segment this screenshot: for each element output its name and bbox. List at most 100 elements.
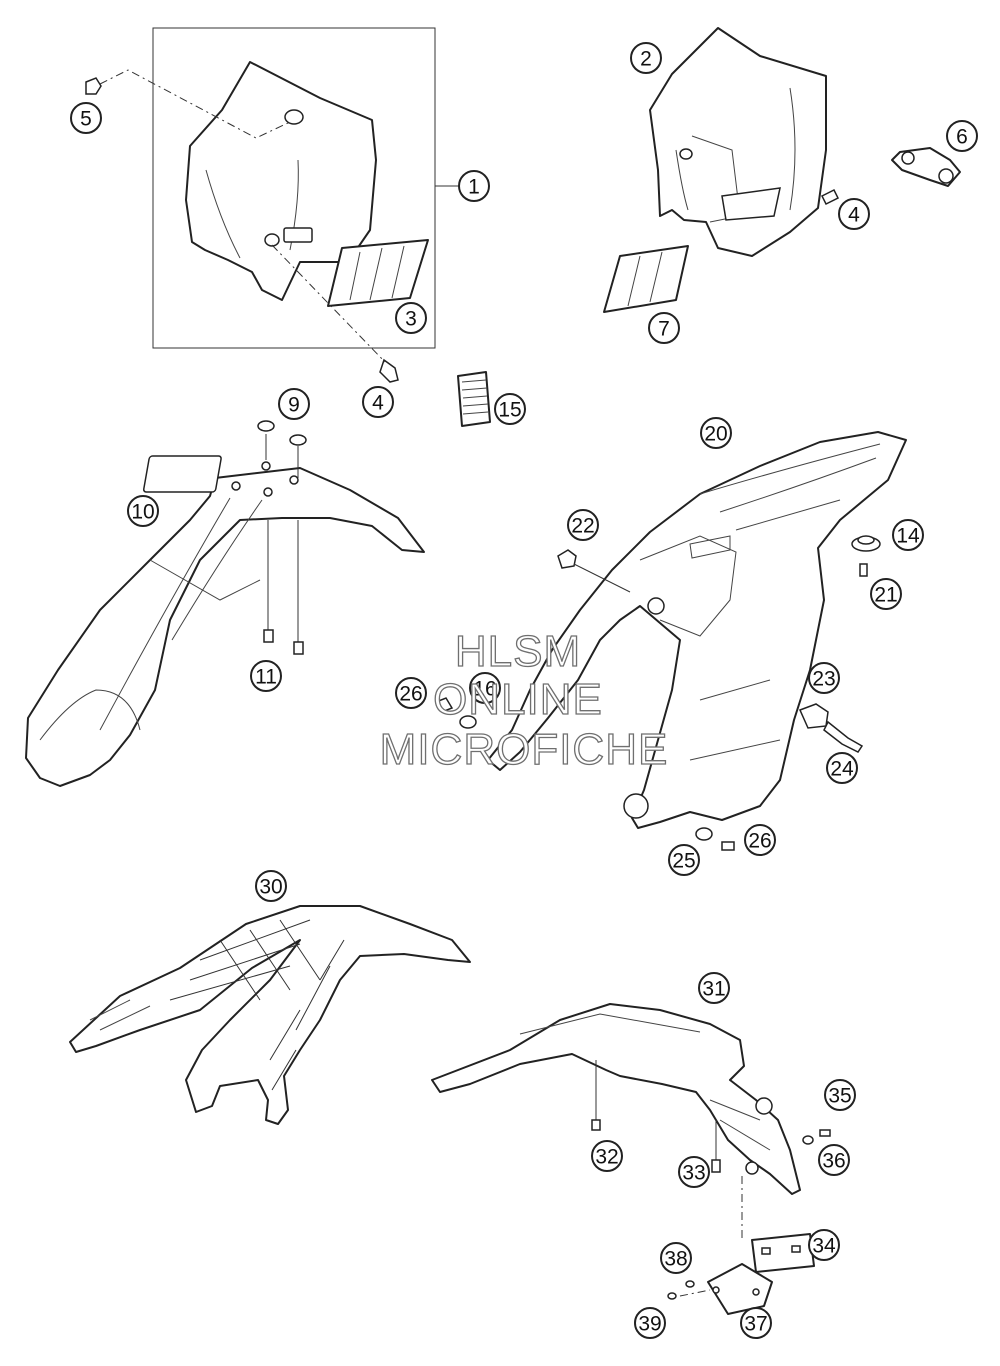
washer-38 [685, 1280, 695, 1288]
svg-text:33: 33 [682, 1162, 705, 1185]
callout-2: 2 [630, 42, 662, 74]
front-fender-frame [69, 905, 471, 1125]
callout-31: 31 [698, 972, 730, 1004]
number-plate-kit [85, 27, 460, 383]
callout-10: 10 [127, 495, 159, 527]
watermark: HLSM ONLINE MICROFICHE [379, 626, 669, 774]
svg-text:6: 6 [956, 126, 968, 149]
svg-text:14: 14 [896, 525, 920, 548]
svg-text:23: 23 [812, 668, 835, 691]
callout-26-right: 26 [744, 824, 776, 856]
washer-36 [802, 1135, 814, 1145]
watermark-line1: HLSM [455, 627, 581, 676]
svg-text:9: 9 [288, 394, 300, 417]
nut-22 [557, 549, 577, 569]
callout-14: 14 [892, 519, 924, 551]
front-fender-body [25, 467, 425, 787]
svg-text:36: 36 [822, 1150, 845, 1173]
frame-part-30 [69, 905, 471, 1125]
mudguard-part-31 [431, 1003, 801, 1195]
nut-35 [819, 1129, 831, 1137]
rear-fender [434, 431, 907, 851]
callout-21: 21 [870, 578, 902, 610]
kit-box-outline [152, 27, 436, 349]
svg-text:5: 5 [80, 108, 92, 131]
callout-3: 3 [395, 302, 427, 334]
nut-39 [667, 1292, 677, 1300]
svg-text:16: 16 [473, 678, 496, 701]
callout-5: 5 [70, 102, 102, 134]
svg-text:24: 24 [830, 758, 854, 781]
callout-20: 20 [700, 417, 732, 449]
callout-36: 36 [818, 1144, 850, 1176]
screw-33 [711, 1159, 721, 1173]
screw-4-upper [820, 188, 840, 206]
number-plate-assembly [603, 27, 961, 313]
callout-30: 30 [255, 870, 287, 902]
screw-26b [721, 841, 735, 851]
callout-4-upper: 4 [838, 198, 870, 230]
front-number-plate [185, 61, 377, 301]
svg-text:32: 32 [595, 1146, 618, 1169]
callout-7: 7 [648, 312, 680, 344]
rear-fender-body [487, 431, 907, 829]
svg-text:26: 26 [748, 830, 771, 853]
callout-35: 35 [824, 1079, 856, 1111]
screw-4-lower [379, 358, 399, 383]
svg-text:4: 4 [848, 204, 860, 227]
svg-text:3: 3 [405, 308, 417, 331]
svg-text:31: 31 [702, 978, 725, 1001]
bolt-24 [823, 720, 864, 753]
svg-text:4: 4 [372, 392, 384, 415]
decal-7 [603, 245, 689, 313]
rear-mudguard-31 [431, 1003, 831, 1315]
watermark-line2: ONLINE [433, 675, 603, 724]
svg-text:1: 1 [468, 176, 480, 199]
svg-text:15: 15 [498, 399, 521, 422]
svg-text:38: 38 [664, 1248, 687, 1271]
bracket-37 [707, 1263, 773, 1315]
callout-1: 1 [458, 170, 490, 202]
svg-text:26: 26 [399, 683, 422, 706]
svg-text:34: 34 [812, 1235, 836, 1258]
callout-9: 9 [278, 388, 310, 420]
callout-4-lower: 4 [362, 386, 394, 418]
screw-11b [293, 641, 304, 655]
washer-9b [289, 434, 307, 446]
callout-39: 39 [634, 1307, 666, 1339]
svg-text:39: 39 [638, 1313, 661, 1336]
grommet-23 [798, 703, 829, 729]
svg-text:22: 22 [571, 515, 594, 538]
screw-32 [591, 1119, 601, 1131]
svg-text:20: 20 [704, 423, 727, 446]
callout-38: 38 [660, 1242, 692, 1274]
screw-26a [434, 697, 454, 713]
callout-26-left: 26 [395, 677, 427, 709]
grommet-16 [459, 715, 477, 729]
svg-text:7: 7 [658, 318, 670, 341]
decal [327, 239, 429, 307]
screw-5 [85, 77, 102, 95]
callouts: 1 2 3 4 4 5 6 7 9 10 11 14 15 16 20 21 2… [70, 42, 978, 1339]
svg-text:10: 10 [131, 501, 154, 524]
washer-9a [257, 420, 275, 432]
callout-23: 23 [808, 662, 840, 694]
svg-text:11: 11 [255, 666, 277, 689]
number-plate-shroud [649, 27, 827, 257]
callout-32: 32 [591, 1140, 623, 1172]
callout-37: 37 [740, 1307, 772, 1339]
screw-21 [859, 563, 868, 577]
svg-text:35: 35 [828, 1085, 851, 1108]
callout-33: 33 [678, 1156, 710, 1188]
svg-text:30: 30 [259, 876, 282, 899]
front-fender [25, 371, 491, 787]
callout-11: 11 [250, 660, 282, 692]
screw-11a [263, 629, 274, 643]
callout-6: 6 [946, 120, 978, 152]
svg-text:37: 37 [744, 1313, 767, 1336]
license-plate-holder-34 [751, 1233, 815, 1273]
svg-text:2: 2 [640, 48, 652, 71]
watermark-line3: MICROFICHE [380, 725, 669, 774]
callout-24: 24 [826, 752, 858, 784]
